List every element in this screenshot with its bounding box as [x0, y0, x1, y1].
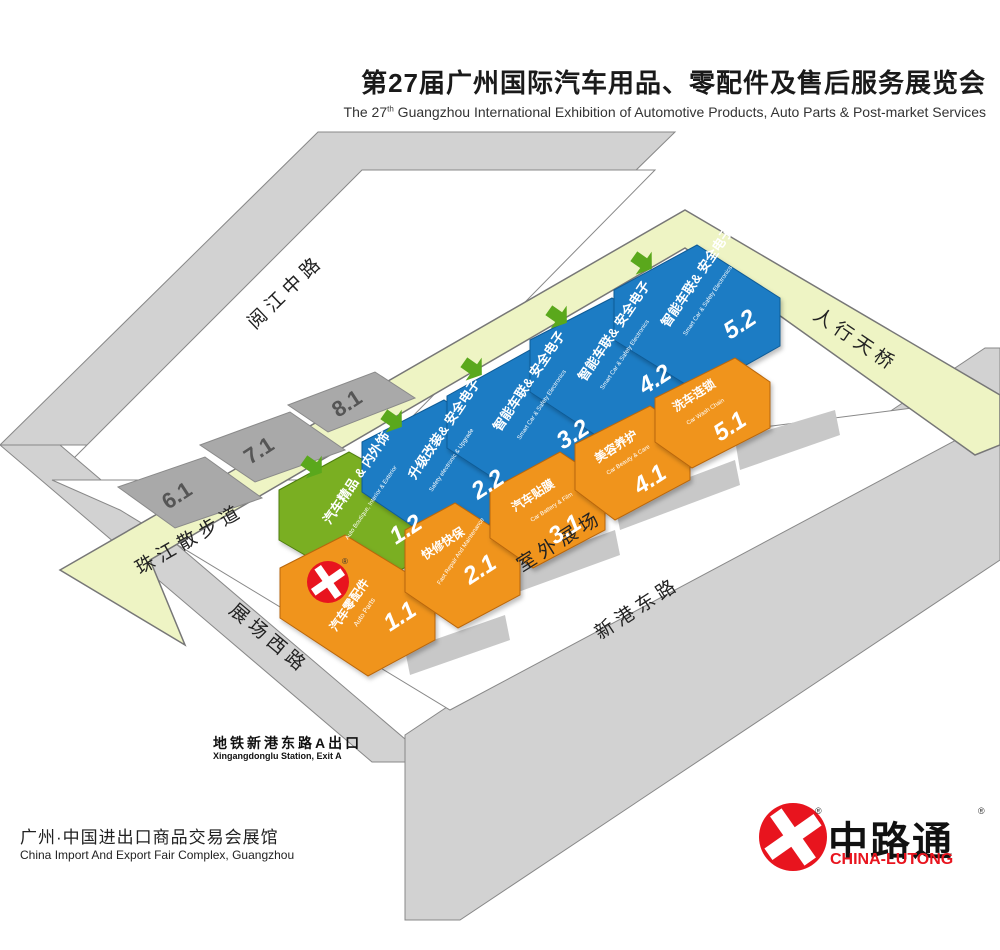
arrow-icon — [545, 305, 567, 329]
lutong-logo-large-icon — [759, 803, 827, 871]
hall-5-1-box — [654, 357, 771, 469]
walkway — [58, 209, 1000, 647]
arrow-icon — [460, 357, 482, 381]
arrow-icon — [300, 455, 322, 479]
lutong-logo-icon — [307, 561, 349, 603]
hall-8-1-box — [286, 371, 417, 433]
venue-name: 广州·中国进出口商品交易会展馆 — [20, 828, 279, 847]
brand-name-en: CHINA-LUTONG — [830, 851, 954, 868]
exhibition-subtitle: The 27th Guangzhou International Exhibit… — [343, 104, 986, 120]
outdoor-strip-4 — [735, 410, 840, 470]
logo-registered-mark: ® — [342, 557, 348, 566]
exhibition-title: 第27届广州国际汽车用品、零配件及售后服务展览会 — [361, 68, 986, 98]
brand-name: 中路通 — [828, 820, 954, 864]
brand-registered-mark: ® — [815, 806, 822, 816]
hall-6-1-box — [116, 456, 264, 529]
venue-name-en: China Import And Export Fair Complex, Gu… — [20, 848, 295, 862]
brand-registered-mark-2: ® — [978, 806, 985, 816]
outdoor-strip-1 — [405, 615, 510, 675]
hall-7-1-box — [198, 411, 347, 483]
metro-exit-label: 地铁新港东路A出口 — [213, 735, 363, 751]
arrow-icon — [380, 409, 402, 433]
outdoor-strip-3 — [615, 460, 740, 530]
metro-exit-label-en: Xingangdonglu Station, Exit A — [213, 751, 342, 761]
hall-5-2-box — [613, 244, 781, 393]
outdoor-strip-2 — [505, 530, 620, 595]
arrow-icon — [630, 251, 652, 275]
